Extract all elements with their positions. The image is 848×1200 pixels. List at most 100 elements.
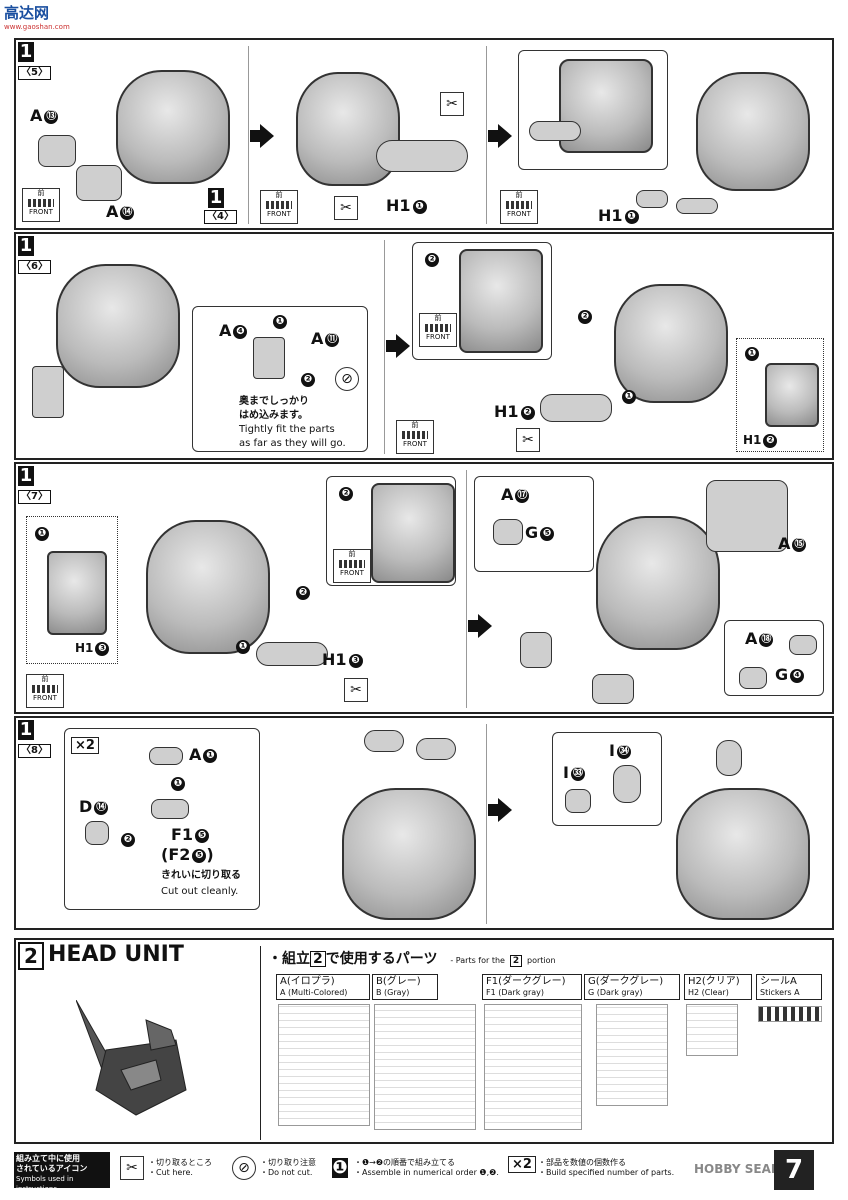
watermark-bottom: www.gaoshan.com bbox=[4, 23, 70, 31]
brand-logo: HOBBY SEARCH bbox=[694, 1162, 799, 1176]
next-arrow bbox=[488, 798, 512, 822]
footer-cut: ・切り取るところ・Cut here. bbox=[148, 1158, 212, 1177]
part-d14 bbox=[85, 821, 109, 845]
next-arrow bbox=[386, 334, 410, 358]
order-2: ❷ bbox=[425, 253, 439, 267]
runner-g-image bbox=[596, 1004, 668, 1106]
part-h1 bbox=[376, 140, 468, 172]
runner-g-label: G(ダークグレー)G (Dark gray) bbox=[584, 974, 680, 1000]
order-2: ❷ bbox=[339, 487, 353, 501]
part-a13 bbox=[38, 135, 76, 167]
order-1: ❶ bbox=[236, 640, 250, 654]
runner-f1-image bbox=[484, 1004, 582, 1130]
torso-detail bbox=[371, 483, 455, 583]
part-h13 bbox=[256, 642, 328, 666]
cut-icon: ✂ bbox=[334, 196, 358, 220]
part-a14 bbox=[76, 165, 122, 201]
step-number: 1 bbox=[18, 235, 34, 256]
order-1: ❶ bbox=[622, 390, 636, 404]
part-shoulder-cap bbox=[416, 738, 456, 760]
part-h1-detail bbox=[529, 121, 581, 141]
torso-part bbox=[296, 72, 400, 186]
no-cut-icon: ⊘ bbox=[335, 367, 359, 391]
runner-b-image bbox=[374, 1004, 476, 1130]
ref-step-number: 1 bbox=[208, 187, 224, 208]
divider bbox=[260, 946, 261, 1140]
part-i33 bbox=[565, 789, 591, 813]
part-a4 bbox=[32, 366, 64, 418]
note-en: Tightly fit the parts as far as they wil… bbox=[239, 424, 346, 449]
step2-number: 2 bbox=[18, 942, 44, 970]
next-arrow bbox=[488, 124, 512, 148]
cut-icon: ✂ bbox=[516, 428, 540, 452]
detail-callout bbox=[518, 50, 668, 170]
divider bbox=[486, 46, 487, 224]
runner-b-label: B(グレー)B (Gray) bbox=[372, 974, 438, 1000]
part-g5 bbox=[520, 632, 552, 668]
no-cut-icon: ⊘ bbox=[232, 1156, 256, 1180]
substep-label: 〈5〉 bbox=[18, 66, 51, 80]
footer-nocut: ・切り取り注意・Do not cut. bbox=[260, 1158, 316, 1177]
note-en: Cut out cleanly. bbox=[161, 886, 239, 897]
note-jp: きれいに切り取る bbox=[161, 870, 241, 881]
order-1: ❶ bbox=[35, 527, 49, 541]
order-1: ❶ bbox=[171, 777, 185, 791]
cut-icon: ✂ bbox=[120, 1156, 144, 1180]
step-number: 1 bbox=[18, 41, 34, 62]
part-a15 bbox=[706, 480, 788, 552]
substep-label: 〈7〉 bbox=[18, 490, 51, 504]
runner-a-label: A(イロプラ)A (Multi-Colored) bbox=[276, 974, 370, 1000]
runner-f1-label: F1(ダークグレー)F1 (Dark gray) bbox=[482, 974, 582, 1000]
runner-h2-label: H2(クリア)H2 (Clear) bbox=[684, 974, 752, 1000]
step-number: 1 bbox=[18, 719, 34, 740]
part-shoulder-cap bbox=[364, 730, 404, 752]
ref-substep-label: 〈4〉 bbox=[204, 210, 237, 224]
torso-detail bbox=[459, 249, 543, 353]
cut-icon: ✂ bbox=[440, 92, 464, 116]
torso-part bbox=[56, 264, 180, 388]
cut-icon: ✂ bbox=[344, 678, 368, 702]
footer: 組み立て中に使用 されているアイコン Symbols used in instr… bbox=[14, 1150, 834, 1193]
torso-part bbox=[146, 520, 270, 654]
part-g4 bbox=[739, 667, 767, 689]
watermark-logo: 高达网 www.gaoshan.com bbox=[4, 2, 74, 31]
part-a17 bbox=[493, 519, 523, 545]
part-a18 bbox=[789, 635, 817, 655]
footer-icons-title: 組み立て中に使用 されているアイコン Symbols used in instr… bbox=[14, 1152, 110, 1193]
head-unit-illustration bbox=[75, 999, 196, 1120]
divider bbox=[466, 470, 467, 708]
part-h12 bbox=[540, 394, 612, 422]
detail-part bbox=[765, 363, 819, 427]
order-1: ❶ bbox=[273, 315, 287, 329]
part-f15 bbox=[151, 799, 189, 819]
part-a1 bbox=[149, 747, 183, 765]
torso-part bbox=[614, 284, 728, 403]
